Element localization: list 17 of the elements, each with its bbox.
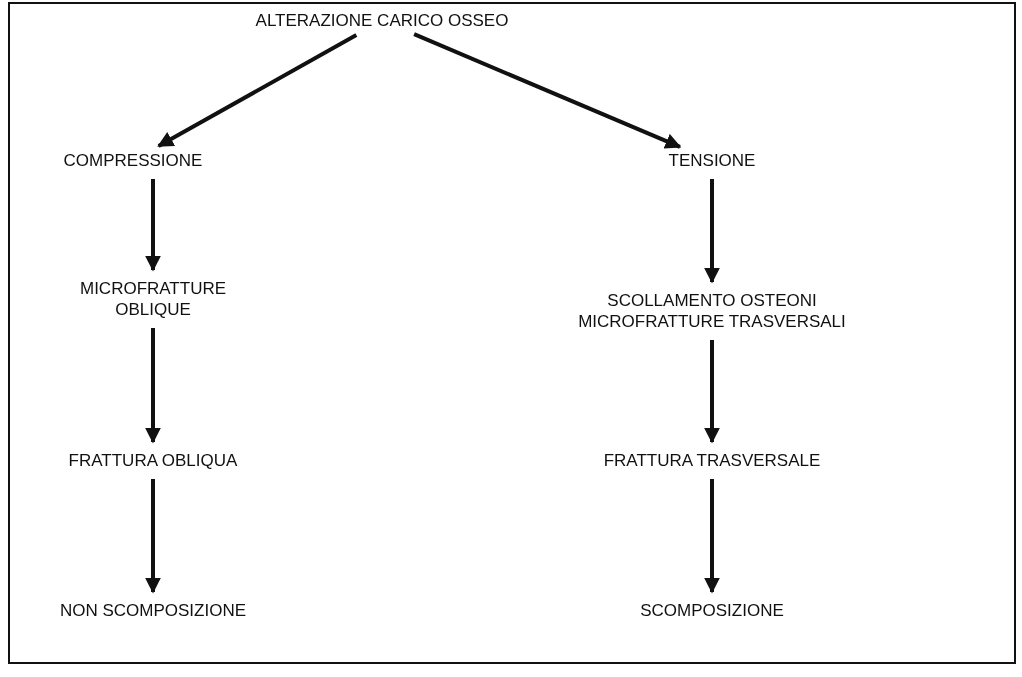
step-label: FRATTURA TRASVERSALE xyxy=(603,450,821,471)
arrow xyxy=(704,340,720,444)
step-label: SCOMPOSIZIONE xyxy=(640,600,784,621)
step-label: TENSIONE xyxy=(668,150,756,171)
step-label: ALTERAZIONE CARICO OSSEO xyxy=(255,10,509,31)
step-label: MICROFRATTURE OBLIQUE xyxy=(78,278,228,320)
step-label: SCOLLAMENTO OSTEONI MICROFRATTURE TRASVERSALI xyxy=(577,290,847,332)
arrow xyxy=(145,479,161,594)
arrow xyxy=(704,179,720,284)
arrow xyxy=(704,479,720,594)
step-label: COMPRESSIONE xyxy=(63,150,203,171)
step-label: FRATTURA OBLIQUA xyxy=(68,450,238,471)
arrow xyxy=(145,328,161,444)
arrow xyxy=(145,179,161,272)
step-label: NON SCOMPOSIZIONE xyxy=(59,600,247,621)
arrow xyxy=(413,32,682,149)
arrow xyxy=(157,33,358,148)
